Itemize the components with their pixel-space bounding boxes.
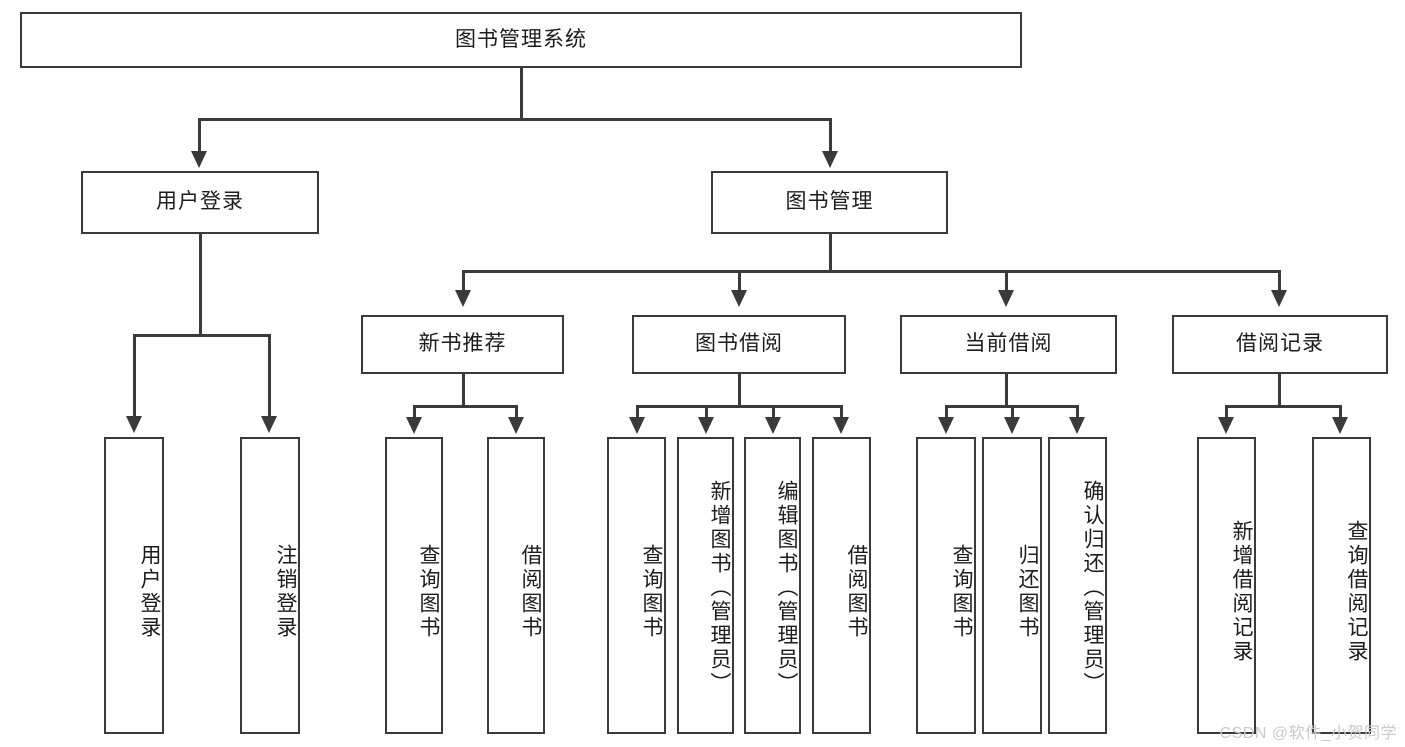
edge-to-borrow-record: [1278, 270, 1281, 292]
leaf-book-borrow-1[interactable]: 新增图书（管理员）: [677, 437, 734, 734]
edge-user-login-bus: [133, 334, 270, 337]
edge-nbr-child-0: [413, 405, 416, 419]
leaf-borrow-record-0[interactable]: 新增借阅记录: [1197, 437, 1256, 734]
edge-user-login-child-1: [268, 334, 271, 418]
node-label: 新增图书（管理员）: [708, 479, 731, 696]
edge-cb-child-0: [945, 405, 948, 419]
node-label: 借阅记录: [1236, 332, 1324, 356]
arrowhead-to-current-borrow: [998, 290, 1014, 307]
arrowhead-to-book-borrow: [731, 290, 747, 307]
node-label: 用户登录: [138, 543, 161, 640]
arrowhead-cb-child-1: [1004, 417, 1020, 434]
edge-to-new-book-recommend: [462, 270, 465, 292]
edge-bb-child-1: [705, 405, 708, 419]
arrowhead-cb-child-2: [1069, 417, 1085, 434]
leaf-current-borrow-2[interactable]: 确认归还（管理员）: [1048, 437, 1107, 734]
arrowhead-to-borrow-record: [1271, 290, 1287, 307]
node-label: 确认归还（管理员）: [1081, 479, 1104, 696]
edge-br-child-1: [1339, 405, 1342, 419]
node-label: 图书管理: [785, 190, 874, 214]
leaf-user-login-0[interactable]: 用户登录: [104, 437, 164, 734]
edge-current-borrow-stem: [1005, 374, 1008, 407]
node-label: 归还图书: [1016, 543, 1039, 640]
node-label: 编辑图书（管理员）: [775, 479, 798, 696]
edge-user-login-child-0: [133, 334, 136, 418]
leaf-user-login-1[interactable]: 注销登录: [240, 437, 300, 734]
node-label: 查询图书: [417, 543, 440, 640]
node-label: 查询图书: [640, 543, 663, 640]
node-label: 新增借阅记录: [1230, 519, 1253, 664]
leaf-book-borrow-3[interactable]: 借阅图书: [812, 437, 871, 734]
leaf-borrow-record-1[interactable]: 查询借阅记录: [1312, 437, 1371, 734]
node-label: 图书管理系统: [455, 27, 587, 51]
node-book-management[interactable]: 图书管理: [711, 171, 948, 234]
node-borrow-record[interactable]: 借阅记录: [1172, 315, 1388, 374]
node-root-book-management-system[interactable]: 图书管理系统: [20, 12, 1022, 68]
node-label: 借阅图书: [845, 543, 868, 640]
edge-new-book-recommend-bus: [413, 405, 517, 408]
edge-to-book-management: [829, 118, 832, 153]
arrowhead-bb-child-0: [629, 417, 645, 434]
node-label: 注销登录: [274, 543, 297, 640]
arrowhead-user-login-child-1: [261, 416, 277, 433]
edge-br-child-0: [1225, 405, 1228, 419]
leaf-current-borrow-0[interactable]: 查询图书: [916, 437, 976, 734]
arrowhead-to-new-book-recommend: [455, 290, 471, 307]
arrowhead-to-book-management: [822, 151, 838, 168]
arrowhead-user-login-child-0: [126, 416, 142, 433]
node-label: 查询借阅记录: [1345, 519, 1368, 664]
node-label: 借阅图书: [519, 543, 542, 640]
leaf-book-borrow-0[interactable]: 查询图书: [607, 437, 666, 734]
node-current-borrow[interactable]: 当前借阅: [900, 315, 1117, 374]
edge-borrow-record-bus: [1225, 405, 1341, 408]
edge-book-management-stem: [829, 234, 832, 272]
csdn-watermark: CSDN @软件_小贺同学: [1219, 725, 1397, 742]
edge-book-borrow-bus: [636, 405, 842, 408]
node-new-book-recommend[interactable]: 新书推荐: [361, 315, 564, 374]
edge-root-stem: [520, 68, 523, 119]
node-label: 当前借阅: [964, 332, 1053, 356]
node-user-login[interactable]: 用户登录: [81, 171, 319, 234]
arrowhead-to-user-login: [191, 151, 207, 168]
arrowhead-nbr-child-1: [508, 417, 524, 434]
leaf-current-borrow-1[interactable]: 归还图书: [982, 437, 1042, 734]
edge-cb-child-2: [1076, 405, 1079, 419]
node-label: 用户登录: [156, 190, 244, 214]
arrowhead-br-child-1: [1332, 417, 1348, 434]
edge-level1-bus: [198, 118, 831, 121]
node-book-borrow[interactable]: 图书借阅: [632, 315, 846, 374]
node-label: 新书推荐: [418, 332, 507, 356]
leaf-new-book-recommend-0[interactable]: 查询图书: [385, 437, 443, 734]
edge-bb-child-3: [840, 405, 843, 419]
leaf-book-borrow-2[interactable]: 编辑图书（管理员）: [744, 437, 801, 734]
edge-to-current-borrow: [1005, 270, 1008, 292]
arrowhead-nbr-child-0: [406, 417, 422, 434]
edge-nbr-child-1: [515, 405, 518, 419]
edge-user-login-stem: [199, 234, 202, 336]
edge-cb-child-1: [1011, 405, 1014, 419]
node-label: 查询图书: [950, 543, 973, 640]
edge-to-user-login: [198, 118, 201, 153]
edge-bb-child-0: [636, 405, 639, 419]
arrowhead-bb-child-2: [765, 417, 781, 434]
edge-to-book-borrow: [738, 270, 741, 292]
edge-bb-child-2: [772, 405, 775, 419]
arrowhead-bb-child-3: [833, 417, 849, 434]
node-label: 图书借阅: [695, 332, 783, 356]
arrowhead-cb-child-0: [938, 417, 954, 434]
leaf-new-book-recommend-1[interactable]: 借阅图书: [487, 437, 545, 734]
arrowhead-bb-child-1: [698, 417, 714, 434]
arrowhead-br-child-0: [1218, 417, 1234, 434]
edge-book-borrow-stem: [738, 374, 741, 407]
edge-level2-bus: [462, 270, 1281, 273]
edge-new-book-recommend-stem: [462, 374, 465, 407]
edge-borrow-record-stem: [1278, 374, 1281, 407]
